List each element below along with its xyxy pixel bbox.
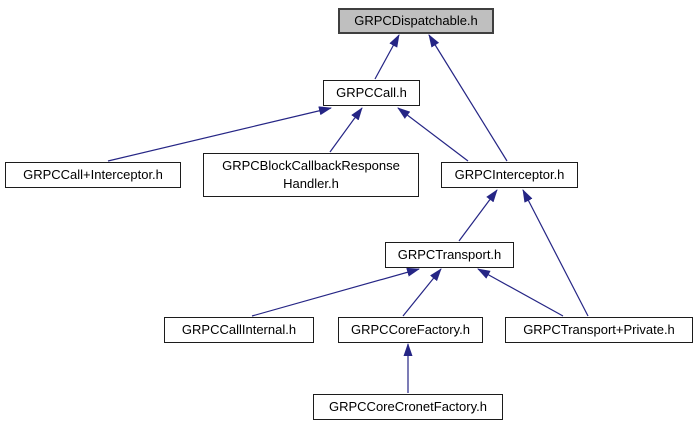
edge-interceptor-to-dispatchable	[428, 34, 508, 162]
edge-transportPrivate-to-transport	[477, 268, 564, 317]
graph-node-interceptor[interactable]: GRPCInterceptor.h	[441, 162, 578, 188]
graph-node-callInterceptor[interactable]: GRPCCall+Interceptor.h	[5, 162, 181, 188]
graph-node-transport[interactable]: GRPCTransport.h	[385, 242, 514, 268]
edge-transportPrivate-to-interceptor	[522, 189, 589, 317]
graph-node-transportPrivate[interactable]: GRPCTransport+Private.h	[505, 317, 693, 343]
edge-coreFactory-to-transport	[402, 268, 442, 317]
edge-call-to-dispatchable	[374, 34, 400, 80]
graph-node-dispatchable[interactable]: GRPCDispatchable.h	[338, 8, 494, 34]
graph-node-coreFactory[interactable]: GRPCCoreFactory.h	[338, 317, 483, 343]
graph-node-call[interactable]: GRPCCall.h	[323, 80, 420, 106]
edge-callInternal-to-transport	[251, 267, 420, 317]
edge-blockHandler-to-call	[329, 107, 363, 153]
graph-node-blockHandler[interactable]: GRPCBlockCallbackResponse Handler.h	[203, 153, 419, 197]
edge-transport-to-interceptor	[458, 189, 498, 242]
graph-node-cronetFactory[interactable]: GRPCCoreCronetFactory.h	[313, 394, 503, 420]
graph-node-callInternal[interactable]: GRPCCallInternal.h	[164, 317, 314, 343]
